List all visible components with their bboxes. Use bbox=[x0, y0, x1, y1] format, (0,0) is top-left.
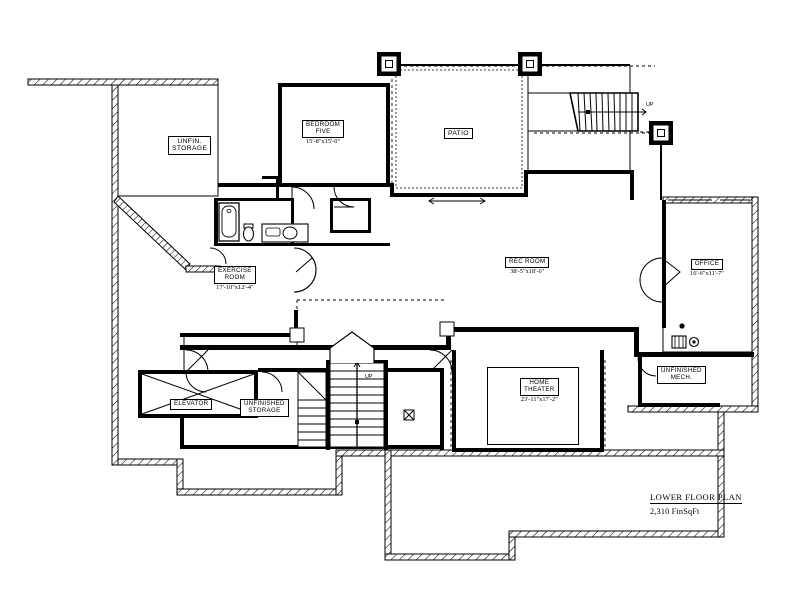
plan-title: LOWER FLOOR PLAN bbox=[650, 492, 742, 504]
exterior-foundation-walls bbox=[27, 78, 759, 561]
mechanical-equipment bbox=[671, 323, 700, 349]
structural-columns bbox=[377, 52, 673, 145]
window-openings bbox=[500, 199, 750, 452]
title-block: LOWER FLOOR PLAN 2,310 FinSqFt bbox=[650, 487, 742, 516]
main-stair bbox=[297, 331, 385, 448]
patio-outline bbox=[395, 69, 523, 189]
column-2 bbox=[518, 52, 542, 76]
vanity bbox=[261, 223, 309, 243]
angled-exterior-wall bbox=[113, 195, 221, 273]
post-detail-2 bbox=[289, 327, 305, 343]
plan-square-footage: 2,310 FinSqFt bbox=[650, 507, 700, 516]
patio-stair bbox=[528, 92, 647, 132]
rec-room-opening-arrow bbox=[428, 197, 486, 205]
column-3 bbox=[649, 121, 673, 145]
toilet bbox=[243, 223, 254, 242]
lower-stair-detail bbox=[403, 409, 415, 421]
post-detail bbox=[439, 321, 455, 337]
dashed-reference-lines bbox=[183, 65, 655, 450]
elevator-shaft bbox=[141, 373, 255, 415]
door-swings bbox=[185, 186, 681, 393]
bathroom-fixtures bbox=[218, 202, 309, 243]
column-1 bbox=[377, 52, 401, 76]
